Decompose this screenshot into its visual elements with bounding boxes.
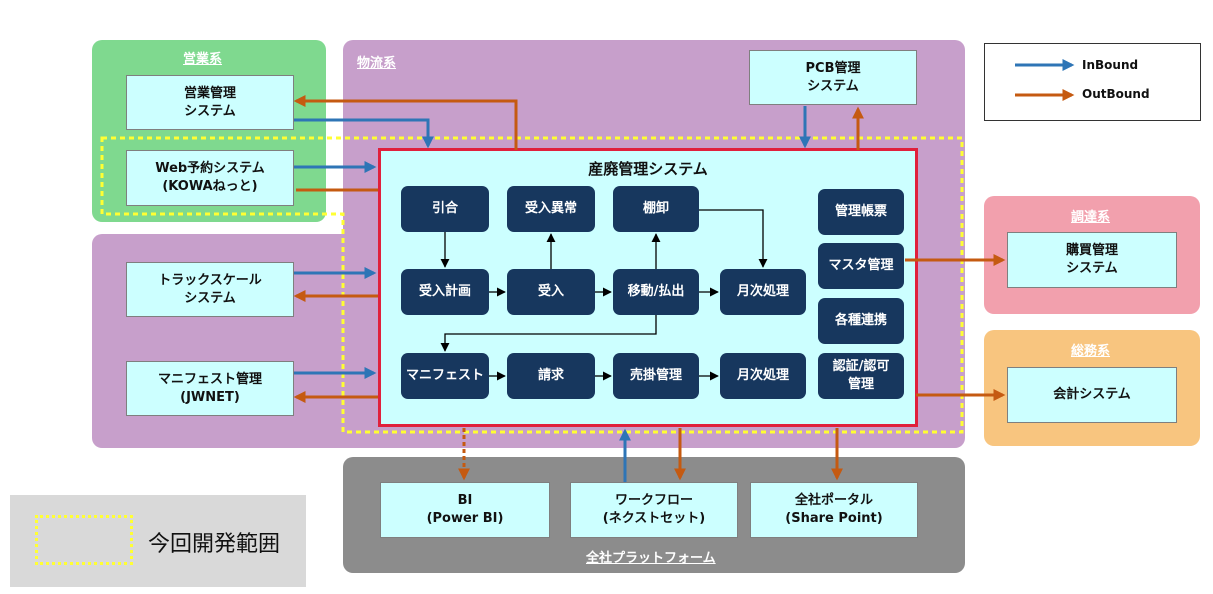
procurement-group-title: 調達系 xyxy=(1071,210,1111,225)
module-receivables: 売掛管理 xyxy=(613,353,699,399)
logistics-group-title: 物流系 xyxy=(357,56,397,71)
arrow-sales-out xyxy=(293,95,518,150)
module-reports: 管理帳票 xyxy=(818,189,904,235)
manifest-mgmt-system: マニフェスト管理 (JWNET) xyxy=(126,361,294,416)
bi-system: BI (Power BI) xyxy=(380,482,550,538)
module-inventory: 棚卸 xyxy=(613,186,699,232)
flow-inventory-monthly xyxy=(699,209,768,268)
legend-box: InBound OutBound xyxy=(984,43,1201,121)
module-move-payout: 移動/払出 xyxy=(613,269,699,315)
scope-legend-swatch xyxy=(35,515,133,565)
purchase-mgmt-system: 購買管理 システム xyxy=(1007,232,1177,288)
flow-move-manifest xyxy=(440,315,657,352)
legend-inbound-label: InBound xyxy=(1082,58,1139,72)
general-affairs-group-title: 総務系 xyxy=(1071,344,1111,359)
module-monthly-2: 月次処理 xyxy=(720,353,806,399)
accounting-system: 会計システム xyxy=(1007,367,1177,423)
module-billing: 請求 xyxy=(507,353,595,399)
module-master-mgmt: マスタ管理 xyxy=(818,243,904,289)
legend-outbound-label: OutBound xyxy=(1082,87,1150,101)
platform-group-title: 全社プラットフォーム xyxy=(586,551,716,566)
scope-legend: 今回開発範囲 xyxy=(10,495,306,587)
scope-boundary xyxy=(100,136,964,434)
module-inquiry: 引合 xyxy=(401,186,489,232)
module-receipt-plan: 受入計画 xyxy=(401,269,489,315)
sales-group-title: 営業系 xyxy=(183,52,223,67)
portal-system: 全社ポータル (Share Point) xyxy=(750,482,918,538)
pcb-mgmt-system: PCB管理 システム xyxy=(749,50,917,105)
web-reservation-system: Web予約システム (KOWAねっと) xyxy=(126,150,294,206)
truck-scale-system: トラックスケール システム xyxy=(126,262,294,317)
module-receipt-exception: 受入異常 xyxy=(507,186,595,232)
module-monthly-1: 月次処理 xyxy=(720,269,806,315)
module-integrations: 各種連携 xyxy=(818,298,904,344)
scope-legend-label: 今回開発範囲 xyxy=(148,532,281,557)
core-system-title: 産廃管理システム xyxy=(588,160,708,178)
sales-mgmt-system: 営業管理 システム xyxy=(126,75,294,130)
module-auth: 認証/認可 管理 xyxy=(818,353,904,399)
workflow-system: ワークフロー (ネクストセット) xyxy=(570,482,738,538)
arrow-sales-in xyxy=(294,118,434,149)
module-manifest: マニフェスト xyxy=(401,353,489,399)
module-receipt: 受入 xyxy=(507,269,595,315)
